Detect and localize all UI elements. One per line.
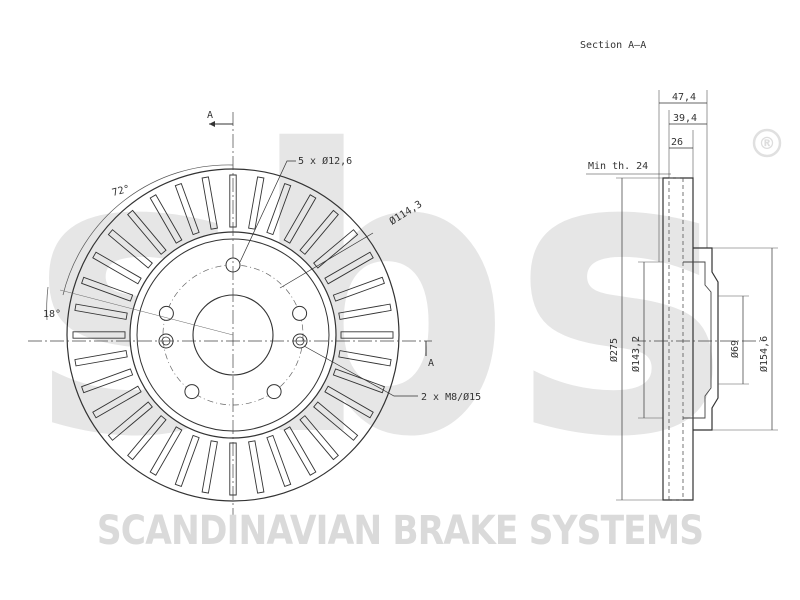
cooling-vane [332, 276, 385, 302]
cooling-vane [338, 350, 392, 367]
cooling-vane [107, 229, 153, 269]
bolt-hole [266, 384, 282, 400]
cooling-vane [107, 401, 153, 441]
section-view: Section A–A 47,4 39,4 26 Min th. 24 [580, 40, 778, 501]
section-marker-bottom: A [428, 358, 434, 369]
cooling-vane [299, 209, 339, 255]
cooling-vane [127, 415, 167, 461]
cooling-vane [74, 350, 128, 367]
dim-hat-height: 39,4 [673, 113, 697, 124]
cooling-vane [127, 209, 167, 255]
front-view: A A 72° 18° 5 x Ø12,6 Ø114,3 2 x M8/Ø15 [28, 110, 481, 520]
cooling-vane [174, 434, 200, 487]
threaded-hole-callout: 2 x M8/Ø15 [421, 391, 481, 403]
cooling-vane [340, 331, 394, 339]
registered-mark-ring [752, 128, 782, 158]
cooling-vane [283, 426, 317, 476]
angle-arc-72 [62, 164, 234, 296]
cooling-vane [266, 183, 292, 236]
angle-arc-18 [46, 286, 49, 321]
cooling-vane [201, 440, 218, 494]
angle-label-18: 18° [43, 309, 61, 320]
cooling-vane [81, 368, 134, 394]
bolt-hole-leader [239, 160, 296, 263]
section-arrow-top-head [209, 121, 215, 127]
dia-spigot: Ø154,6 [758, 336, 770, 372]
dia-outer: Ø275 [608, 338, 620, 362]
cooling-vane [229, 174, 237, 228]
section-marker-top: A [207, 110, 213, 121]
cooling-vane [324, 385, 374, 419]
section-title: Section A–A [580, 40, 646, 51]
registered-mark: ® [759, 134, 776, 154]
threaded-hole-leader [303, 345, 418, 397]
cooling-vane [74, 303, 128, 320]
min-thickness: Min th. 24 [588, 161, 648, 172]
dim-thickness: 26 [671, 137, 683, 148]
cooling-vane [248, 440, 265, 494]
cooling-vane [299, 415, 339, 461]
footer-brand: SCANDINAVIAN BRAKE SYSTEMS [96, 508, 704, 554]
cooling-vane [229, 442, 237, 496]
cooling-vane [92, 251, 142, 285]
hat-inner-profile [683, 261, 712, 419]
cooling-vane [149, 194, 183, 244]
cooling-vane [149, 426, 183, 476]
bolt-hole [292, 305, 308, 321]
cooling-vane [283, 194, 317, 244]
bolt-hole-callout: 5 x Ø12,6 [298, 155, 352, 167]
cooling-vane [332, 368, 385, 394]
bolt-hole [158, 305, 174, 321]
bolt-hole [184, 384, 200, 400]
watermark-logo-text: sbs [30, 68, 730, 522]
vent-channel [668, 177, 684, 501]
cooling-vane [201, 176, 218, 230]
cooling-vane [313, 401, 359, 441]
dim-total-height: 47,4 [672, 92, 696, 103]
hat-profile [693, 247, 719, 431]
cooling-vane [92, 385, 142, 419]
cooling-vane [313, 229, 359, 269]
angle-leader-72 [59, 289, 234, 336]
cooling-vane [72, 331, 126, 339]
cooling-vane [81, 276, 134, 302]
dia-hat: Ø143,2 [630, 336, 642, 372]
bolt-circle-leader [279, 232, 374, 289]
angle-label-72: 72° [111, 184, 131, 199]
cooling-vanes [72, 174, 394, 496]
cooling-vane [174, 183, 200, 236]
cooling-vane [266, 434, 292, 487]
cooling-vane [338, 303, 392, 320]
cooling-vane [248, 176, 265, 230]
dia-center: Ø69 [729, 340, 741, 358]
cooling-vane [324, 251, 374, 285]
